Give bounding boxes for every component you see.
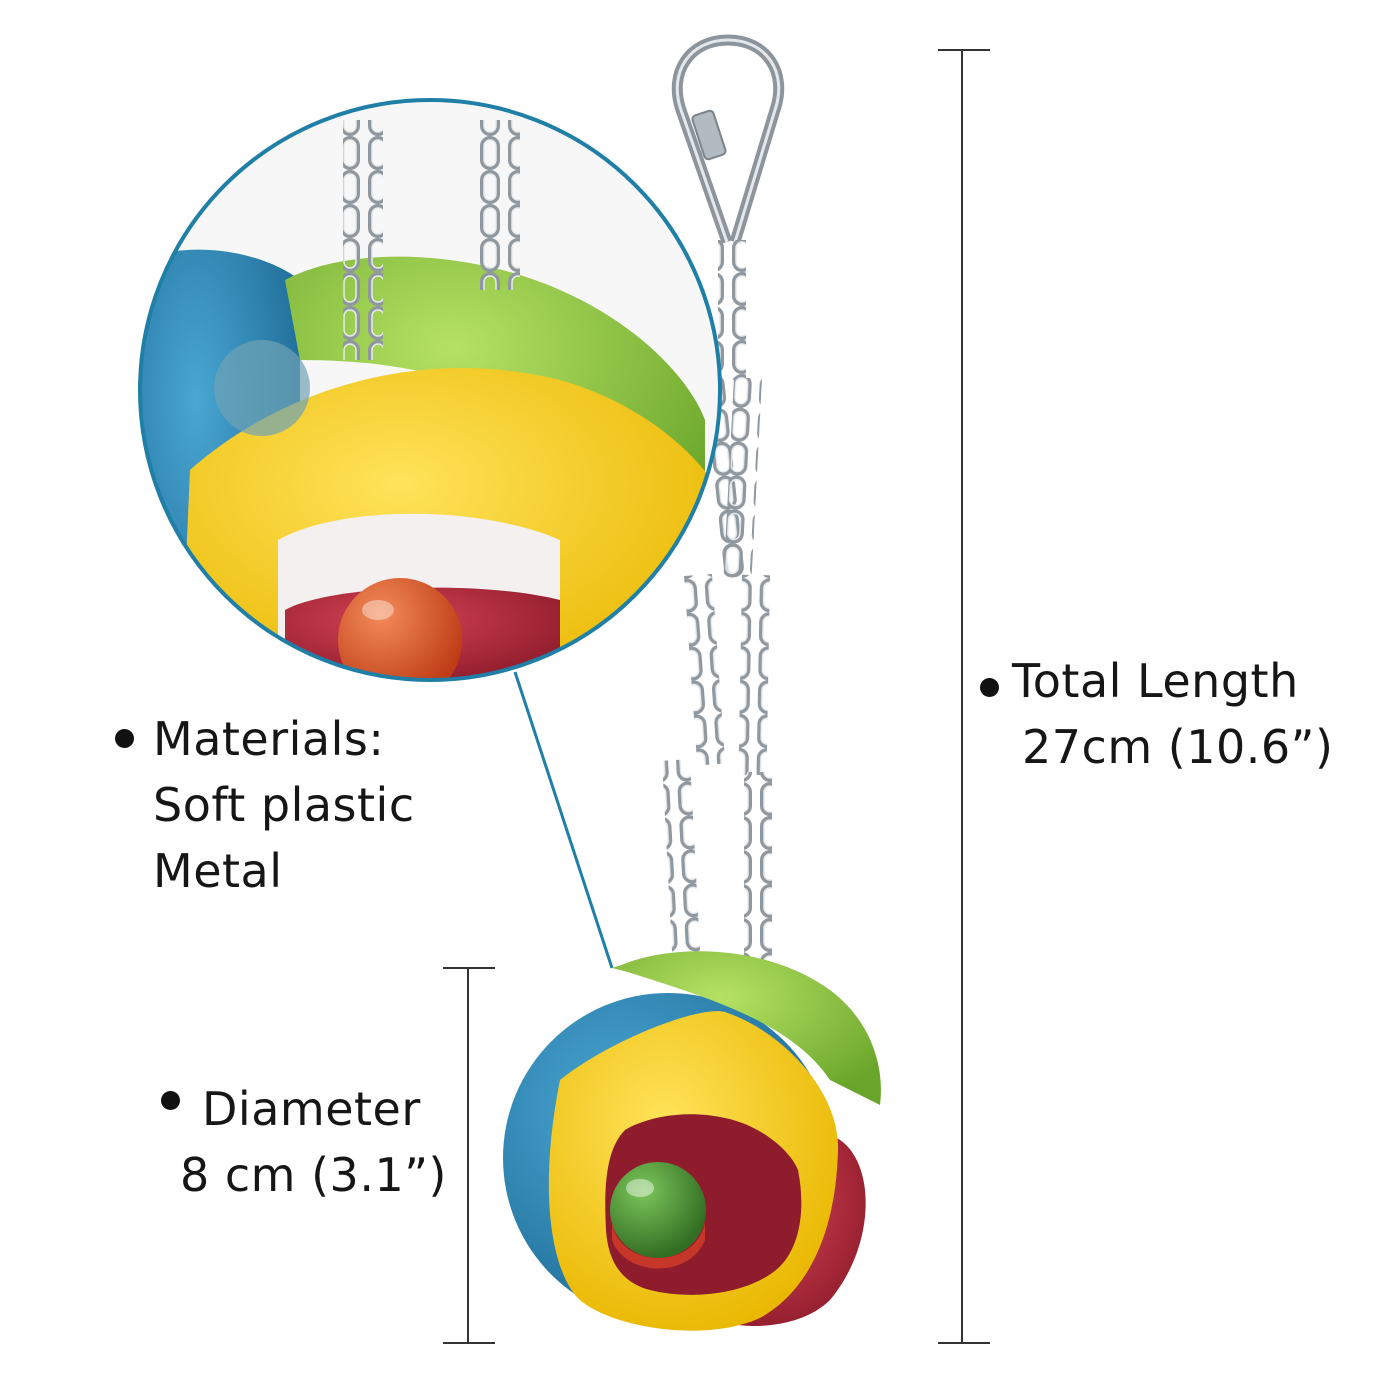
toy-ball [503, 951, 881, 1331]
diameter-value: 8 cm (3.1”) [180, 1148, 447, 1202]
carabiner-clip-icon [671, 34, 785, 244]
materials-bullet-icon [115, 729, 134, 748]
materials-line-metal: Metal [153, 844, 283, 898]
diameter-title: Diameter [202, 1082, 421, 1136]
zoom-connector-line [513, 671, 614, 969]
total-length-bullet-icon [980, 678, 999, 697]
zoom-inset [138, 98, 722, 682]
diameter-dimension-line [443, 967, 495, 1344]
total-length-title: Total Length [1012, 654, 1299, 708]
materials-line-plastic: Soft plastic [153, 778, 415, 832]
total-length-spec: Total Length 27cm (10.6”) [1012, 648, 1333, 780]
materials-spec: Materials: Soft plastic Metal [153, 706, 415, 904]
total-length-value: 27cm (10.6”) [1022, 720, 1334, 774]
diameter-spec: Diameter 8 cm (3.1”) [180, 1076, 447, 1208]
diameter-bullet-icon [161, 1091, 180, 1110]
total-length-dimension-line [938, 49, 990, 1344]
materials-title: Materials: [153, 712, 385, 766]
